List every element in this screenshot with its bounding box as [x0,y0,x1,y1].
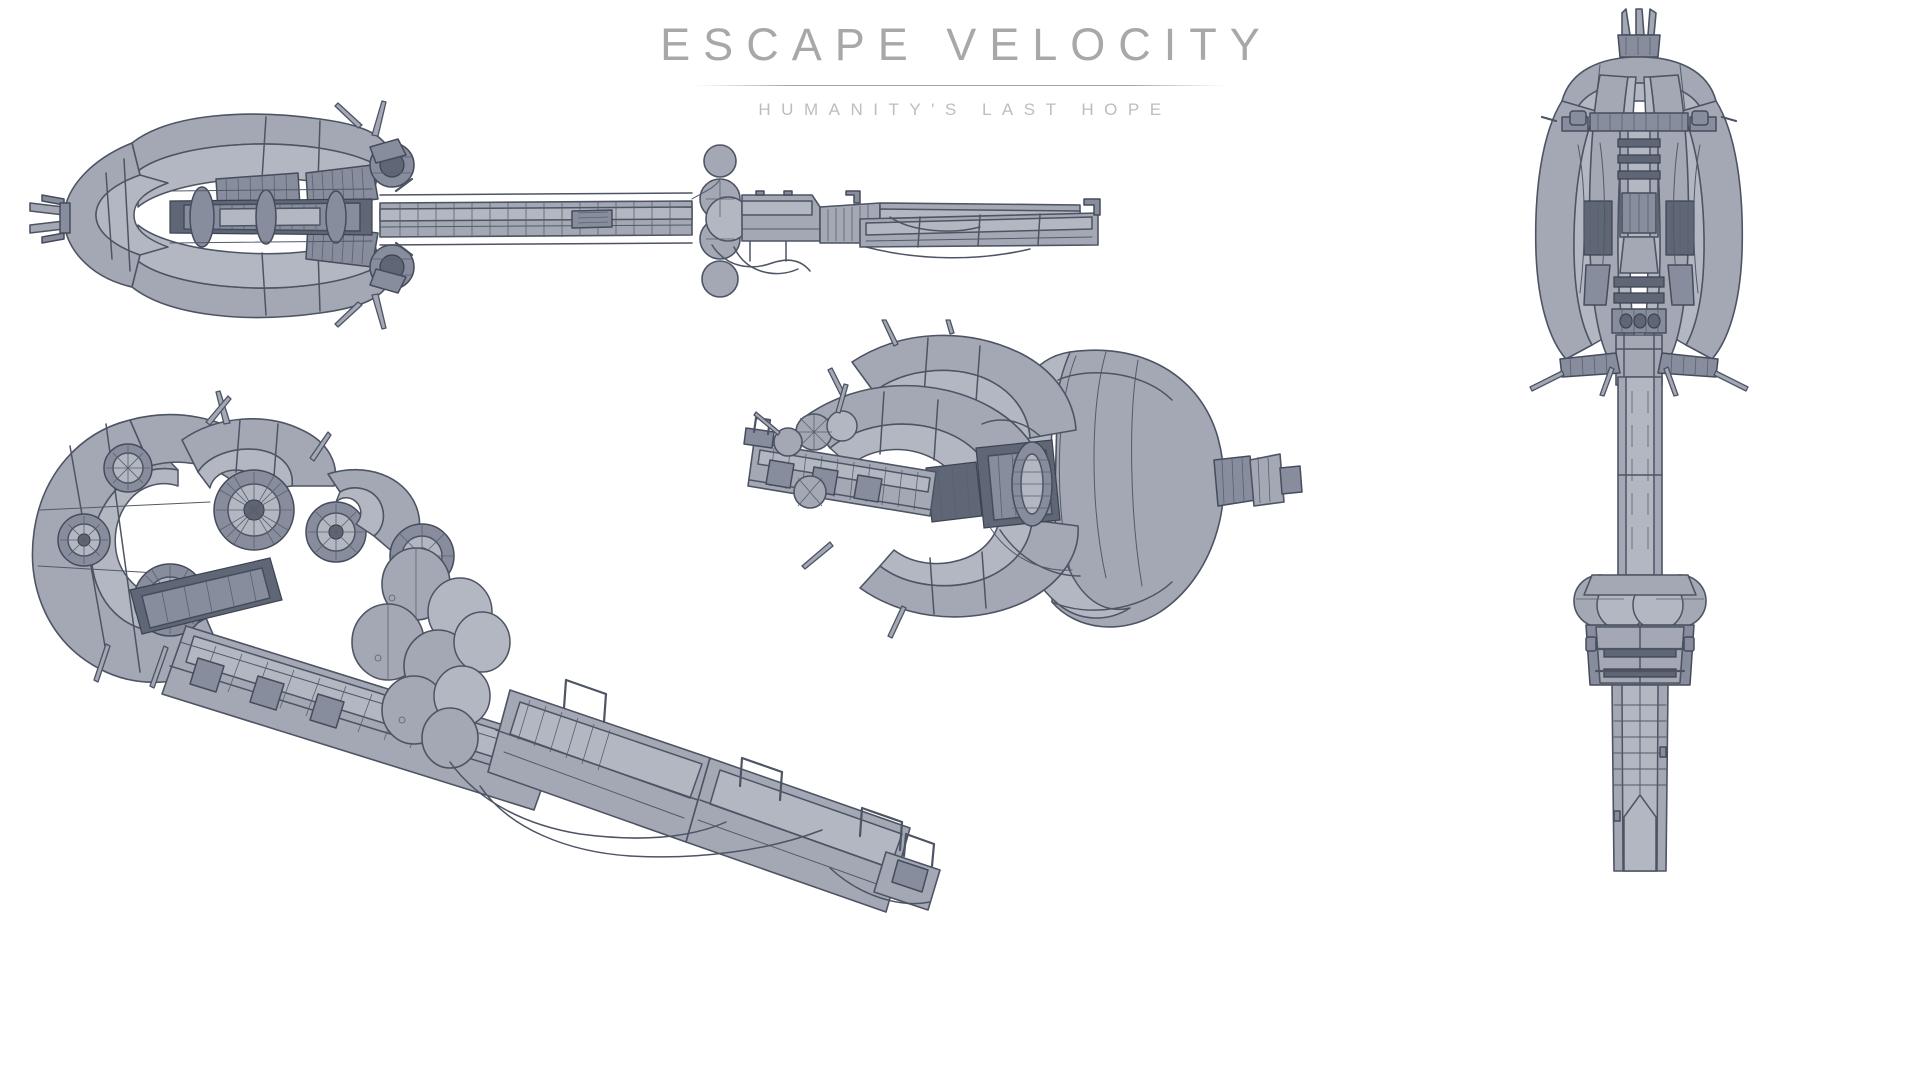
habitat-module [487,689,911,913]
spherical-tank-cluster [351,547,511,769]
forward-spine-truss [747,441,937,517]
drive-nozzle [1213,453,1303,507]
midship-tank-cluster [699,144,751,298]
view-lower-three-quarter [10,390,1020,913]
engine-exit-ring [1529,352,1749,397]
engine-shroud-upper-arm [131,113,389,212]
lower-keel-truss [1611,684,1669,872]
nacelle-internal-right [1665,142,1701,306]
central-truss-spine [379,192,693,246]
view-rear-perspective [740,319,1360,660]
engine-internals-center [925,439,1061,529]
keel-spine [1617,376,1663,576]
aft-radiator-boom [859,198,1101,259]
cowling-collar-ring [1540,110,1738,132]
core-spine-upper [1617,130,1661,274]
mid-tank-collar [1573,574,1707,686]
engine-internal-shaft [129,557,283,635]
forward-antenna-cluster [743,383,858,509]
hull-cabling [691,178,811,275]
nose-docking-probe [29,194,71,244]
habitat-railing [449,678,904,858]
rear-hull-cabling [981,419,1081,577]
engine-bell-cluster-aft [369,138,415,294]
view-top-side [20,95,1110,370]
forward-dome-hull [63,142,169,288]
nacelle-internal-left [1577,142,1613,306]
title-divider [695,85,1225,86]
internal-engine-core [169,186,373,248]
antenna-booms-lower [93,395,332,689]
view-front-elevation [1500,5,1790,1075]
service-module [741,190,821,262]
nacelle-arm-lower [801,515,1079,639]
aft-docking-cradle [829,832,941,911]
mast-antenna-top [1617,8,1661,58]
